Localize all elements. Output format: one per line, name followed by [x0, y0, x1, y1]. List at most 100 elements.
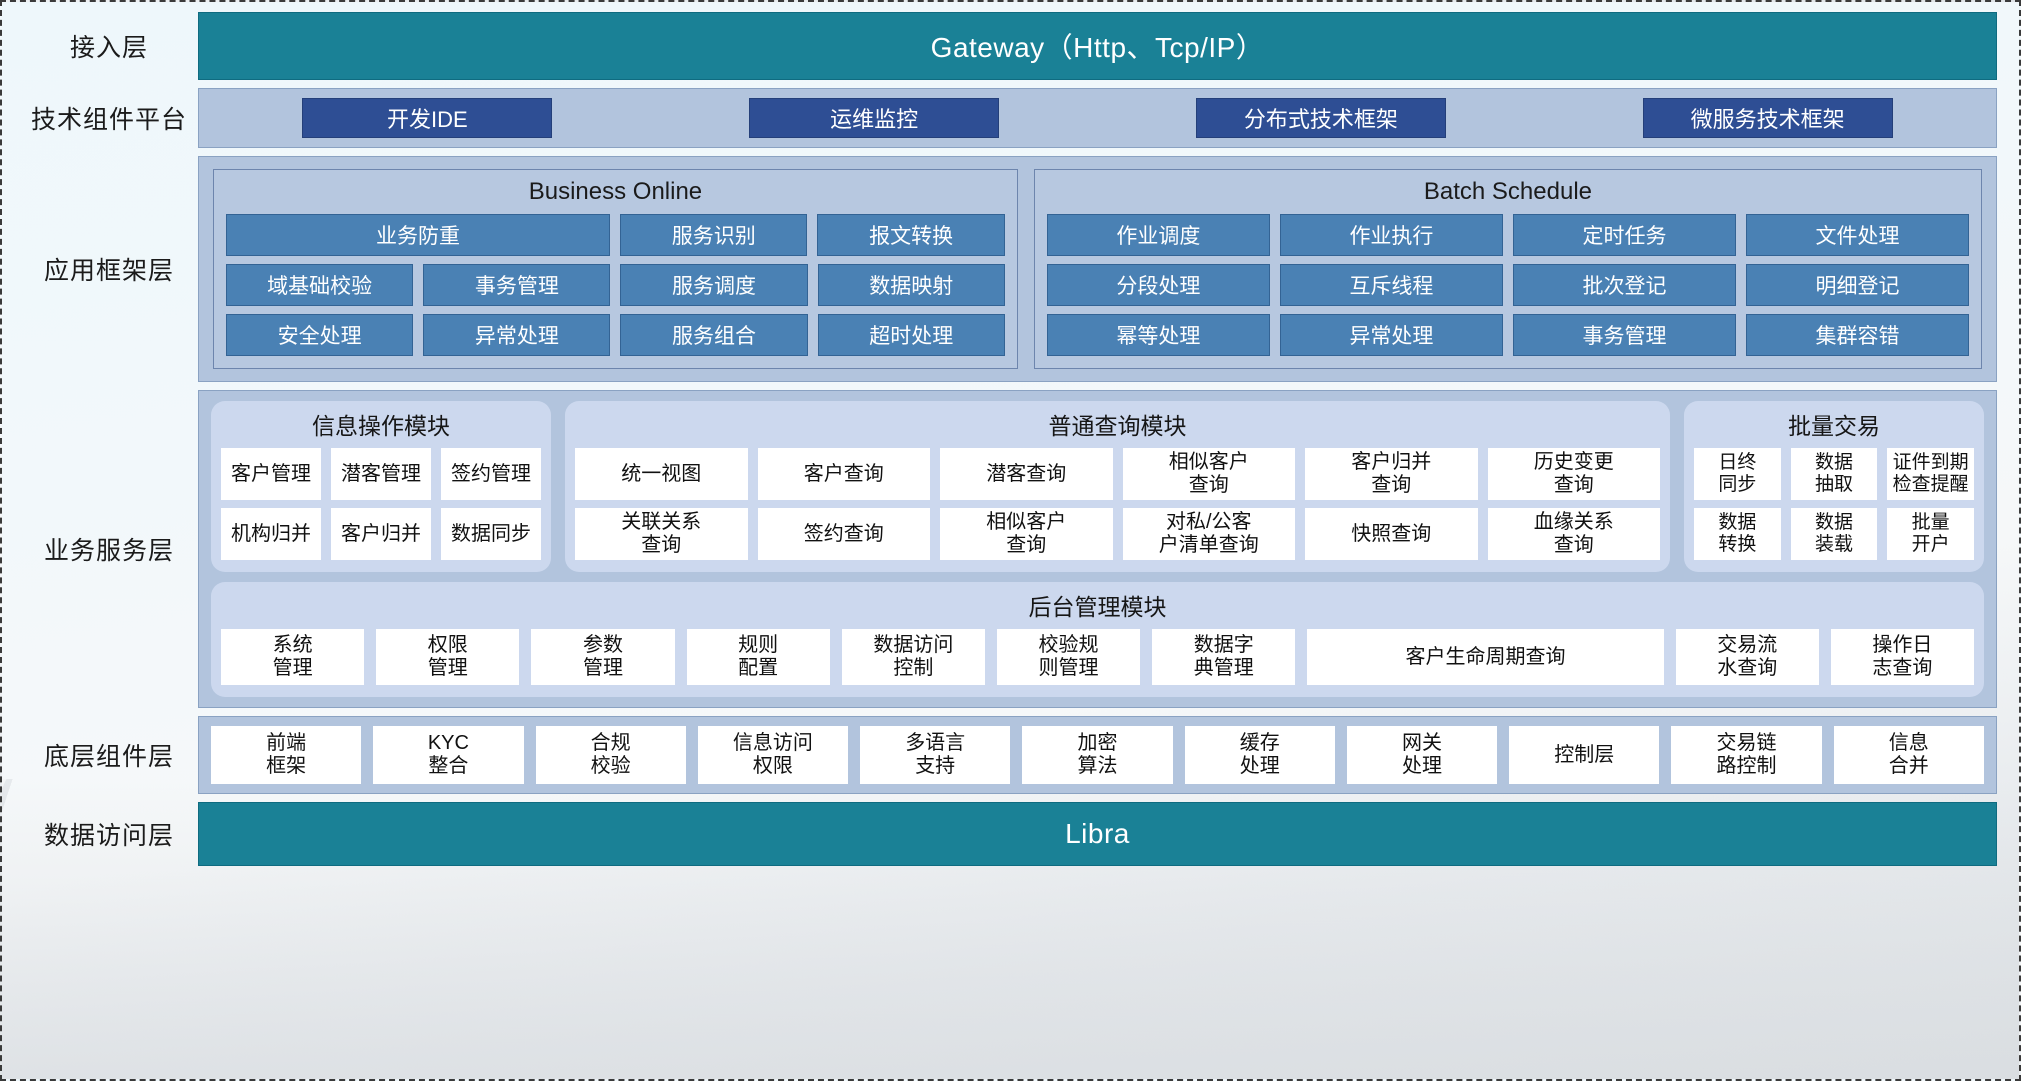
app-row-0-1: 域基础校验事务管理服务调度数据映射: [226, 264, 1005, 306]
module-cell-batch-0-2[interactable]: 证件到期 检查提醒: [1887, 448, 1975, 500]
module-cell-admin-1[interactable]: 权限 管理: [376, 629, 520, 685]
tech-platform-row: 技术组件平台 开发IDE 运维监控 分布式技术框架 微服务技术框架: [20, 88, 1997, 148]
module-title-batch: 批量交易: [1788, 413, 1880, 439]
component-cell-9[interactable]: 交易链 路控制: [1671, 726, 1822, 784]
app-row-1-0: 作业调度作业执行定时任务文件处理: [1046, 214, 1970, 256]
module-grid-admin: 系统 管理权限 管理参数 管理规则 配置数据访问 控制校验规 则管理数据字 典管…: [221, 629, 1974, 685]
tech-chip-3[interactable]: 微服务技术框架: [1642, 98, 1893, 138]
component-cell-8[interactable]: 控制层: [1509, 726, 1660, 784]
module-cell-batch-1-0[interactable]: 数据 转换: [1694, 508, 1781, 560]
layer-label-access: 接入层: [69, 34, 148, 62]
app-chip-1-2-0[interactable]: 幂等处理: [1046, 314, 1270, 356]
app-chip-0-0-0[interactable]: 业务防重: [226, 214, 611, 256]
module-cell-batch-0-0[interactable]: 日终 同步: [1694, 448, 1781, 500]
module-cell-info-1-0[interactable]: 机构归并: [221, 508, 321, 560]
module-cell-admin-8[interactable]: 交易流 水查询: [1675, 629, 1819, 685]
module-cell-admin-0[interactable]: 系统 管理: [221, 629, 365, 685]
app-chip-1-0-3[interactable]: 文件处理: [1745, 214, 1970, 256]
module-cell-query-0-0[interactable]: 统一视图: [575, 448, 748, 500]
module-cell-admin-9[interactable]: 操作日 志查询: [1830, 629, 1974, 685]
module-cell-query-1-5[interactable]: 血缘关系 查询: [1487, 508, 1660, 560]
module-query: 普通查询模块统一视图客户查询潜客查询相似客户 查询客户归并 查询历史变更 查询关…: [565, 401, 1670, 572]
module-row-admin-0: 系统 管理权限 管理参数 管理规则 配置数据访问 控制校验规 则管理数据字 典管…: [221, 629, 1974, 685]
access-layer-body: Gateway（Http、Tcp/IP）: [198, 12, 1997, 80]
tech-chip-1[interactable]: 运维监控: [749, 98, 1000, 138]
component-cell-4[interactable]: 多语言 支持: [860, 726, 1011, 784]
module-cell-admin-6[interactable]: 数据字 典管理: [1152, 629, 1296, 685]
module-cell-query-0-2[interactable]: 潜客查询: [940, 448, 1113, 500]
component-cell-5[interactable]: 加密 算法: [1022, 726, 1173, 784]
module-title-admin: 后台管理模块: [1028, 594, 1167, 620]
component-cell-3[interactable]: 信息访问 权限: [697, 726, 849, 784]
module-batch: 批量交易日终 同步数据 抽取证件到期 检查提醒数据 转换数据 装载批量 开户: [1684, 401, 1984, 572]
component-cell-7[interactable]: 网关 处理: [1346, 726, 1498, 784]
business-service-body: 信息操作模块客户管理潜客管理签约管理机构归并客户归并数据同步普通查询模块统一视图…: [198, 390, 1997, 708]
app-chip-0-2-3[interactable]: 超时处理: [817, 314, 1005, 356]
access-layer-row: 接入层 Gateway（Http、Tcp/IP）: [20, 12, 1997, 80]
tech-chip-0[interactable]: 开发IDE: [302, 98, 553, 138]
layer-label-component: 底层组件层: [43, 743, 174, 771]
layer-label-tech: 技术组件平台: [30, 106, 187, 134]
module-cell-info-1-1[interactable]: 客户归并: [331, 508, 431, 560]
module-cell-query-1-3[interactable]: 对私/公客 户清单查询: [1122, 508, 1295, 560]
component-cell-0[interactable]: 前端 框架: [211, 726, 362, 784]
app-chip-1-0-1[interactable]: 作业执行: [1279, 214, 1503, 256]
tech-chip-2[interactable]: 分布式技术框架: [1195, 98, 1446, 138]
app-chip-1-0-0[interactable]: 作业调度: [1046, 214, 1270, 256]
module-title-info: 信息操作模块: [312, 413, 450, 439]
module-cell-info-0-1[interactable]: 潜客管理: [331, 448, 431, 500]
module-cell-admin-7[interactable]: 客户生命周期查询: [1307, 629, 1664, 685]
app-chip-0-0-1[interactable]: 服务识别: [620, 214, 808, 256]
module-cell-info-0-0[interactable]: 客户管理: [221, 448, 321, 500]
module-grid-batch: 日终 同步数据 抽取证件到期 检查提醒数据 转换数据 装载批量 开户: [1694, 448, 1975, 560]
app-chip-1-1-2[interactable]: 批次登记: [1512, 264, 1736, 306]
app-chip-0-1-0[interactable]: 域基础校验: [226, 264, 414, 306]
business-modules-row: 信息操作模块客户管理潜客管理签约管理机构归并客户归并数据同步普通查询模块统一视图…: [211, 401, 1984, 572]
component-cell-10[interactable]: 信息 合并: [1833, 726, 1984, 784]
component-cell-2[interactable]: 合规 校验: [535, 726, 686, 784]
app-chip-1-2-2[interactable]: 事务管理: [1512, 314, 1736, 356]
tech-chip-band: 开发IDE 运维监控 分布式技术框架 微服务技术框架: [198, 88, 1997, 148]
app-chip-0-1-1[interactable]: 事务管理: [423, 264, 611, 306]
app-chip-0-0-2[interactable]: 报文转换: [817, 214, 1005, 256]
module-cell-query-1-1[interactable]: 签约查询: [757, 508, 930, 560]
app-chip-1-1-0[interactable]: 分段处理: [1046, 264, 1270, 306]
module-cell-info-1-2[interactable]: 数据同步: [441, 508, 541, 560]
app-chip-1-1-3[interactable]: 明细登记: [1745, 264, 1970, 306]
module-cell-query-0-5[interactable]: 历史变更 查询: [1487, 448, 1660, 500]
module-cell-batch-1-1[interactable]: 数据 装载: [1790, 508, 1878, 560]
component-cell-1[interactable]: KYC 整合: [373, 726, 524, 784]
module-cell-query-1-2[interactable]: 相似客户 查询: [940, 508, 1113, 560]
module-cell-admin-2[interactable]: 参数 管理: [531, 629, 675, 685]
module-cell-info-0-2[interactable]: 签约管理: [441, 448, 541, 500]
app-chip-1-2-1[interactable]: 异常处理: [1279, 314, 1503, 356]
module-cell-query-0-1[interactable]: 客户查询: [757, 448, 930, 500]
module-cell-query-0-3[interactable]: 相似客户 查询: [1122, 448, 1295, 500]
module-cell-query-1-4[interactable]: 快照查询: [1305, 508, 1478, 560]
business-service-row: 业务服务层 信息操作模块客户管理潜客管理签约管理机构归并客户归并数据同步普通查询…: [20, 390, 1997, 708]
module-cell-batch-0-1[interactable]: 数据 抽取: [1790, 448, 1878, 500]
module-cell-batch-1-2[interactable]: 批量 开户: [1887, 508, 1975, 560]
app-chip-0-2-2[interactable]: 服务组合: [620, 314, 808, 356]
app-chip-0-2-1[interactable]: 异常处理: [423, 314, 611, 356]
module-cell-admin-4[interactable]: 数据访问 控制: [841, 629, 985, 685]
gateway-bar[interactable]: Gateway（Http、Tcp/IP）: [198, 12, 1997, 80]
app-chip-1-0-2[interactable]: 定时任务: [1512, 214, 1736, 256]
module-cell-admin-5[interactable]: 校验规 则管理: [996, 629, 1141, 685]
app-chip-1-1-1[interactable]: 互斥线程: [1279, 264, 1503, 306]
app-row-0-2: 安全处理异常处理服务组合超时处理: [226, 314, 1005, 356]
app-chip-0-2-0[interactable]: 安全处理: [226, 314, 414, 356]
libra-bar[interactable]: Libra: [198, 802, 1997, 866]
component-cell-6[interactable]: 缓存 处理: [1184, 726, 1335, 784]
app-chip-0-1-2[interactable]: 服务调度: [620, 264, 808, 306]
app-chip-1-2-3[interactable]: 集群容错: [1745, 314, 1970, 356]
module-cell-query-0-4[interactable]: 客户归并 查询: [1305, 448, 1478, 500]
module-row-info-1: 机构归并客户归并数据同步: [221, 508, 541, 560]
module-cell-query-1-0[interactable]: 关联关系 查询: [575, 508, 748, 560]
module-cell-admin-3[interactable]: 规则 配置: [686, 629, 830, 685]
app-chip-0-1-3[interactable]: 数据映射: [817, 264, 1005, 306]
